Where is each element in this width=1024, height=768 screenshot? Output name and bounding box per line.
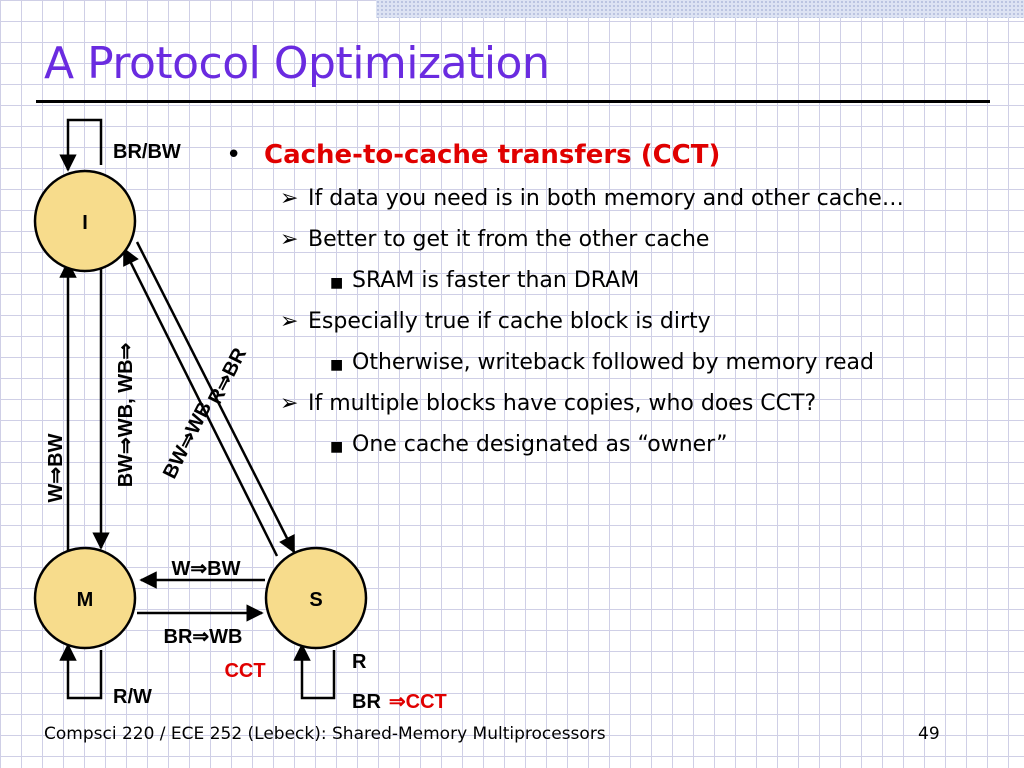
s-to-m-label: W⇒BW <box>172 558 241 580</box>
state-s-label: S <box>309 589 322 611</box>
bullet-level2-dirty: ➢ Especially true if cache block is dirty <box>280 309 711 334</box>
arrow-bullet-icon: ➢ <box>280 227 299 252</box>
arrow-bullet-icon: ➢ <box>280 309 299 334</box>
square-bullet-icon: ■ <box>330 275 344 291</box>
arrow-bullet-icon: ➢ <box>280 186 299 211</box>
i-to-s-arrow <box>135 241 296 554</box>
i-to-s-label: R⇒BR <box>204 344 251 408</box>
bullet-level2-data-in-both: ➢ If data you need is in both memory and … <box>280 186 904 211</box>
header-decoration-band <box>376 0 1024 18</box>
bullet-dot-icon: • <box>226 140 242 170</box>
bullet-level3-owner: ■ One cache designated as “owner” <box>330 432 728 457</box>
bullet-text: Especially true if cache block is dirty <box>308 309 711 334</box>
m-to-s-cct-label: CCT <box>224 660 265 682</box>
page-number: 49 <box>918 724 940 744</box>
bullet-text: One cache designated as “owner” <box>352 432 728 457</box>
m-to-s-label: BR⇒WB <box>164 626 243 648</box>
s-self-br-cct-label: BR ⇒CCT <box>352 691 447 713</box>
bullet-text: Otherwise, writeback followed by memory … <box>352 350 874 375</box>
i-self-label: BR/BW <box>113 141 181 163</box>
state-i: I <box>33 169 137 273</box>
bullet-text: SRAM is faster than DRAM <box>352 268 640 293</box>
slide-footer: Compsci 220 / ECE 252 (Lebeck): Shared-M… <box>44 724 606 744</box>
m-to-i-label: W⇒BW <box>45 433 67 502</box>
state-s: S <box>264 546 368 650</box>
s-self-r-label: R <box>352 651 367 673</box>
i-to-m-label: BW⇒WB, WB⇒ <box>115 342 137 487</box>
bullet-level3-writeback: ■ Otherwise, writeback followed by memory… <box>330 350 874 375</box>
s-to-i-label: BW⇒WB <box>159 398 216 482</box>
title-underline <box>36 100 990 103</box>
state-m: M <box>33 546 137 650</box>
state-m-label: M <box>77 589 94 611</box>
bullet-text: If multiple blocks have copies, who does… <box>308 391 817 416</box>
s-to-i-arrow <box>122 247 279 557</box>
m-self-loop-arrow <box>59 643 103 700</box>
bullet-text: Better to get it from the other cache <box>308 227 710 252</box>
bullet-level2-multiple: ➢ If multiple blocks have copies, who doe… <box>280 391 816 416</box>
square-bullet-icon: ■ <box>330 439 344 455</box>
state-i-label: I <box>82 212 88 234</box>
slide-title: A Protocol Optimization <box>44 38 550 89</box>
bullet-level2-better: ➢ Better to get it from the other cache <box>280 227 709 252</box>
i-self-loop-arrow <box>59 118 103 172</box>
s-self-loop-arrow <box>293 643 336 700</box>
square-bullet-icon: ■ <box>330 357 344 373</box>
bullet-level1-cct: • Cache-to-cache transfers (CCT) <box>226 140 720 170</box>
s-self-cct-text: ⇒CCT <box>389 691 447 713</box>
bullet-level3-sram: ■ SRAM is faster than DRAM <box>330 268 639 293</box>
m-self-label: R/W <box>113 686 152 708</box>
bullet-text: Cache-to-cache transfers (CCT) <box>264 140 721 170</box>
bullet-text: If data you need is in both memory and o… <box>308 186 904 211</box>
arrow-bullet-icon: ➢ <box>280 391 299 416</box>
s-self-br-text: BR <box>352 691 381 713</box>
